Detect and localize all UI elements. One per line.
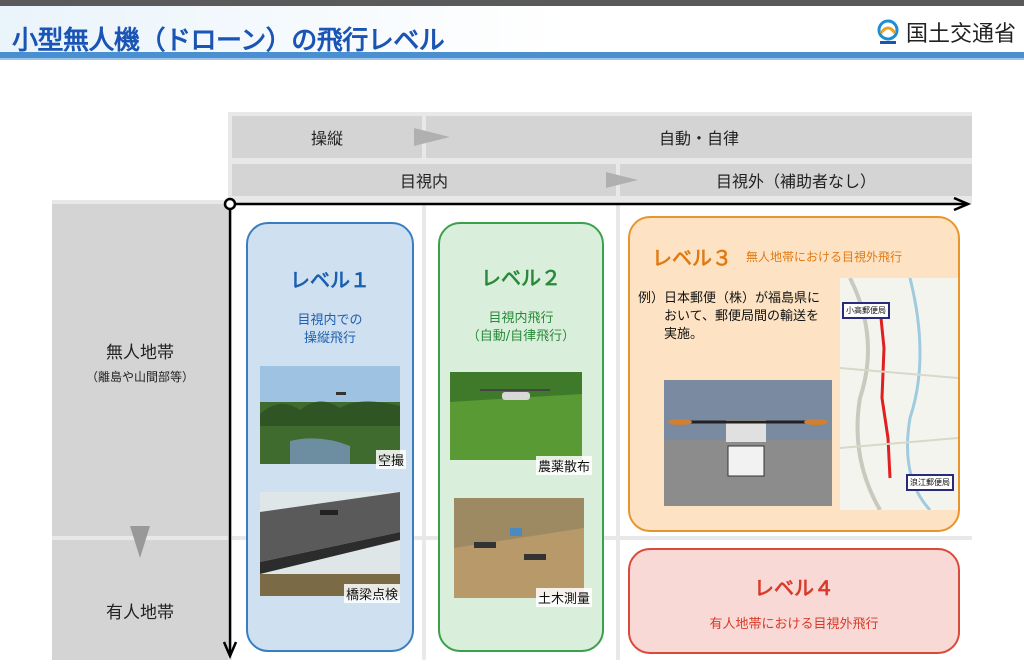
level3-subtitle: 無人地帯における目視外飛行	[746, 250, 903, 264]
level3-example-3: 実施。	[664, 327, 704, 342]
level1-desc-1: 目視内での	[297, 313, 363, 328]
level1-photo2-caption: 橋梁点検	[344, 584, 401, 603]
level3-example-2: おいて、郵便局間の輸送を	[664, 309, 819, 324]
level3-card: レベル３ 無人地帯における目視外飛行 例）日本郵便（株）が福島県に おいて、郵便…	[628, 216, 960, 532]
level3-title: レベル３	[652, 246, 732, 270]
level2-photo2-caption: 土木測量	[536, 588, 593, 607]
map-label-odaka: 小高郵便局	[842, 302, 890, 319]
page-title: 小型無人機（ドローン）の飛行レベル	[12, 26, 445, 56]
manual-label: 操縦	[310, 129, 343, 148]
header-band: 小型無人機（ドローン）の飛行レベル 国土交通省	[0, 6, 1024, 58]
aerial-photo	[260, 366, 400, 464]
corner-cell	[52, 112, 228, 200]
within-sight-label: 目視内	[399, 172, 448, 191]
pesticide-spraying-photo	[450, 372, 582, 460]
level-diagram: 操縦 自動・自律 目視内 目視外（補助者なし） 無人地帯 （離島や山間部等） 有…	[52, 112, 972, 660]
level1-card: レベル１ 目視内での 操縦飛行 空撮 橋梁点検	[246, 222, 414, 652]
level1-desc-2: 操縦飛行	[303, 331, 356, 346]
beyond-sight-bar: 目視外（補助者なし）	[620, 164, 972, 196]
unpopulated-row-header	[52, 204, 228, 536]
level1-title: レベル１	[290, 268, 370, 292]
top-strip	[0, 0, 1024, 6]
level2-card: レベル２ 目視内飛行 （自動/自律飛行） 農薬散布 土木測量	[438, 222, 604, 652]
mlit-logo-icon	[877, 19, 899, 44]
map-label-namie: 浪江郵便局	[906, 474, 954, 491]
title-rule-light	[0, 58, 1024, 60]
civil-survey-photo	[454, 498, 584, 598]
level2-photo1-caption: 農薬散布	[536, 456, 593, 475]
populated-zone-label: 有人地帯	[106, 603, 174, 623]
level2-title: レベル２	[481, 266, 561, 290]
title-rule	[0, 52, 1024, 58]
unpopulated-zone-label: 無人地帯	[106, 343, 174, 363]
level4-title: レベル４	[754, 576, 834, 600]
ministry-branding: 国土交通省	[876, 16, 1016, 48]
level4-card: レベル４ 有人地帯における目視外飛行	[628, 548, 960, 654]
level4-subtitle: 有人地帯における目視外飛行	[709, 617, 879, 632]
level3-example-1: 例）日本郵便（株）が福島県に	[638, 291, 821, 306]
unpopulated-zone-note: （離島や山間部等）	[85, 370, 194, 384]
within-to-beyond-arrow-icon	[606, 172, 638, 188]
level2-desc-1: 目視内飛行	[488, 311, 554, 326]
level1-photo1-caption: 空撮	[376, 450, 407, 469]
beyond-sight-label: 目視外（補助者なし）	[715, 172, 876, 191]
postal-drone-photo	[664, 380, 832, 506]
level2-desc-2: （自動/自律飛行）	[466, 329, 576, 344]
within-sight-bar: 目視内	[232, 164, 616, 196]
axes-lines	[222, 196, 972, 660]
bridge-inspection-photo	[260, 492, 400, 596]
ministry-name: 国土交通省	[905, 22, 1016, 47]
populated-row-header	[52, 540, 228, 660]
auto-control-bar: 自動・自律	[426, 116, 972, 158]
down-arrow-icon	[130, 526, 150, 558]
auto-label: 自動・自律	[658, 129, 739, 148]
manual-control-bar: 操縦	[232, 116, 422, 158]
manual-to-auto-arrow-icon	[414, 128, 450, 146]
